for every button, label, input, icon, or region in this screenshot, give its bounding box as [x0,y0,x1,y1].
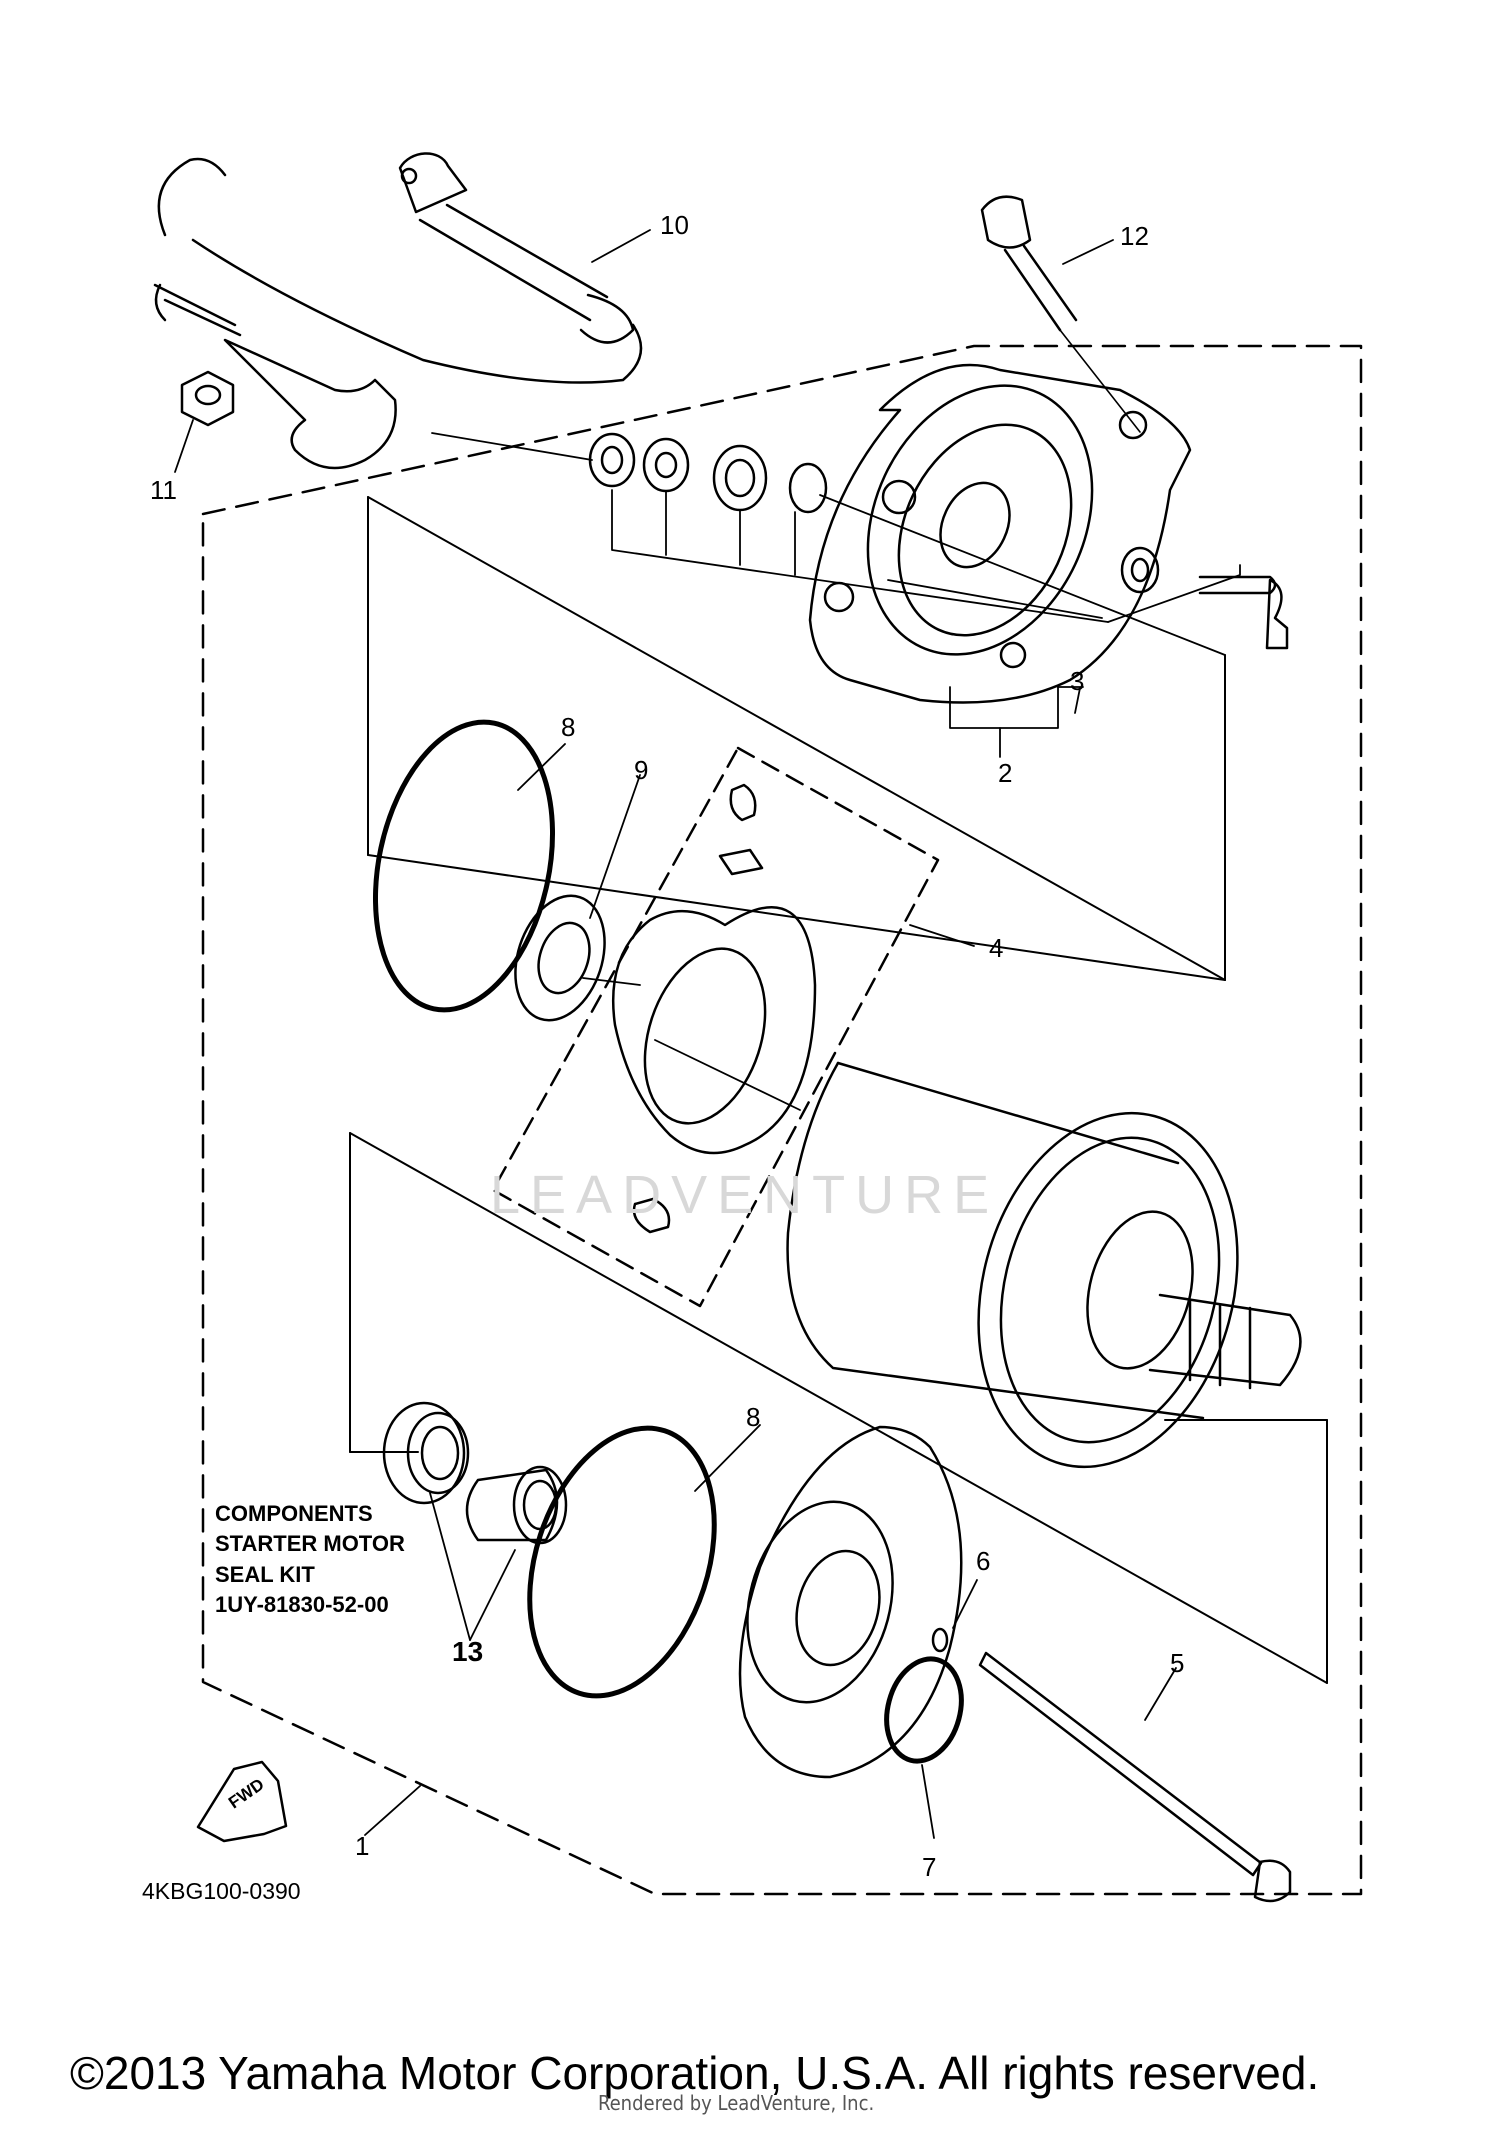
watermark: LEADVENTURE [490,1165,1000,1225]
end-cover [808,363,1192,704]
callout-4: 4 [989,933,1004,963]
top-washers [588,432,1289,650]
callout-1: 1 [355,1831,370,1861]
callout-7: 7 [922,1852,937,1882]
callout-2: 2 [998,758,1013,788]
callout-11: 11 [150,475,177,505]
o-ring-upper [372,719,556,1013]
brush-holder-boundary [491,746,940,1308]
nut [180,370,235,427]
callout-3: 3 [1070,666,1085,696]
kit-note-line-2: STARTER MOTOR [215,1531,405,1557]
copyright-notice: ©2013 Yamaha Motor Corporation, U.S.A. A… [70,2047,1320,2099]
lower-seal [382,1401,470,1505]
kit-note-line-4: 1UY-81830-52-00 [215,1592,389,1618]
assembly-boundary [201,344,1363,1896]
diagram-code: 4KBG100-0390 [142,1878,301,1904]
bolt-12 [980,195,1141,433]
callout-8-lower: 8 [746,1402,761,1432]
callout-10: 10 [660,210,689,240]
brush-plate-lines [582,977,801,1111]
callout-13: 13 [452,1636,484,1667]
yoke [786,1061,1302,1469]
callout-8-upper: 8 [561,712,576,742]
o-ring-7 [884,1656,964,1764]
callout-leaders [174,229,1177,1839]
callout-9: 9 [634,755,649,785]
seal-kit-note: COMPONENTS STARTER MOTOR SEAL KIT 1UY-81… [215,1499,405,1620]
washer-9 [514,894,606,1022]
rendered-by-credit: Rendered by LeadVenture, Inc. [598,2091,875,2115]
washer-leader-lines [431,432,1241,758]
callout-5: 5 [1170,1648,1185,1678]
front-cover [738,1425,963,1779]
kit-note-line-3: SEAL KIT [215,1561,315,1587]
fwd-arrow [196,1760,288,1843]
kit-note-line-1: COMPONENTS [215,1501,373,1526]
brush-plate [611,783,817,1234]
o-ring-small [931,1627,949,1653]
needle-bearing [465,1465,568,1545]
callout-6: 6 [976,1546,991,1576]
through-bolt [978,1651,1292,1903]
lead-wire [153,152,643,470]
o-ring-lower [527,1425,717,1699]
callout-12: 12 [1120,221,1149,251]
